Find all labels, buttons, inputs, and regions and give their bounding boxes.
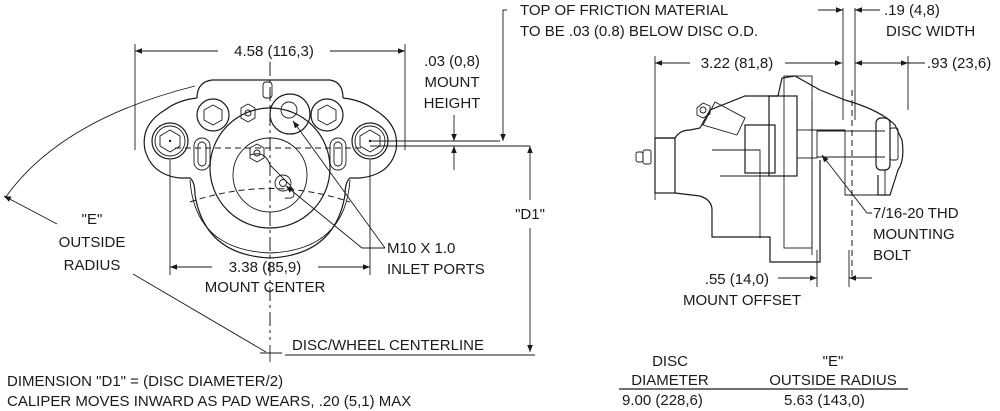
table-cell-disc-diameter: 9.00 (228,6) <box>622 392 703 409</box>
side-view: 3.22 (81,8) .19 (4,8) DISC WIDTH .93 (23… <box>635 2 991 309</box>
centerline-label: DISC/WHEEL CENTERLINE <box>292 337 484 354</box>
mount-height-label-2: HEIGHT <box>424 95 481 112</box>
table-header-e-1: "E" <box>823 353 844 370</box>
disc-centerline: DISC/WHEEL CENTERLINE <box>285 337 535 356</box>
mount-center-label: MOUNT CENTER <box>205 279 326 296</box>
disc-width-label: DISC WIDTH <box>886 23 975 40</box>
note-d1: DIMENSION "D1" = (DISC DIAMETER/2) <box>7 373 283 390</box>
mounting-bolt-label-1: MOUNTING <box>873 226 955 243</box>
inlet-ports-callout: M10 X 1.0 INLET PORTS <box>285 120 485 278</box>
friction-note: TOP OF FRICTION MATERIAL TO BE .03 (0.8)… <box>500 2 758 141</box>
mount-offset-dimension: .55 (14,0) MOUNT OFFSET <box>683 250 872 309</box>
mounting-bolt-label-2: BOLT <box>873 247 911 264</box>
d1-dimension: "D1" <box>515 146 545 352</box>
mount-offset-value: .55 (14,0) <box>705 271 769 288</box>
inlet-ports-label: INLET PORTS <box>387 261 485 278</box>
disc-table: DISC DIAMETER "E" OUTSIDE RADIUS 9.00 (2… <box>619 353 908 409</box>
overall-width-dimension: 4.58 (116,3) <box>134 43 406 150</box>
outside-radius-label-3: RADIUS <box>64 257 121 274</box>
inlet-ports-size: M10 X 1.0 <box>387 240 455 257</box>
table-header-e-2: OUTSIDE RADIUS <box>769 372 897 389</box>
mount-center-value: 3.38 (85,9) <box>229 259 302 276</box>
caliper-body-side <box>635 75 904 280</box>
mount-height-value: .03 (0,8) <box>424 53 480 70</box>
mounting-bolt-callout: 7/16-20 THD MOUNTING BOLT <box>821 154 959 264</box>
outside-radius-label-2: OUTSIDE <box>59 234 126 251</box>
outer-offset-dimension: .93 (23,6) <box>855 55 991 110</box>
front-view: 4.58 (116,3) <box>3 2 758 362</box>
notes: DIMENSION "D1" = (DISC DIAMETER/2) CALIP… <box>7 373 411 410</box>
mount-center-dimension: 3.38 (85,9) MOUNT CENTER <box>169 160 371 296</box>
friction-note-line-2: TO BE .03 (0.8) BELOW DISC O.D. <box>520 23 758 40</box>
mounting-bolt-thread: 7/16-20 THD <box>873 205 959 222</box>
mount-height-label-1: MOUNT <box>425 74 480 91</box>
disc-width-value: .19 (4,8) <box>884 2 940 19</box>
outside-radius-dimension: "E" OUTSIDE RADIUS <box>3 85 267 353</box>
body-depth-value: 3.22 (81,8) <box>701 55 774 72</box>
note-pad-wear: CALIPER MOVES INWARD AS PAD WEARS, .20 (… <box>7 393 411 410</box>
disc-width-dimension: .19 (4,8) DISC WIDTH <box>818 2 975 120</box>
table-cell-outside-radius: 5.63 (143,0) <box>784 392 865 409</box>
body-depth-dimension: 3.22 (81,8) <box>654 55 842 200</box>
outside-radius-label-1: "E" <box>82 211 103 228</box>
overall-width-label: 4.58 (116,3) <box>234 43 314 60</box>
friction-note-line-1: TOP OF FRICTION MATERIAL <box>520 2 728 19</box>
d1-label: "D1" <box>515 206 545 223</box>
mount-height-dimension: .03 (0,8) MOUNT HEIGHT <box>370 53 530 170</box>
table-header-disc-1: DISC <box>652 353 688 370</box>
mount-offset-label: MOUNT OFFSET <box>683 292 801 309</box>
table-header-disc-2: DIAMETER <box>631 372 709 389</box>
outer-offset-value: .93 (23,6) <box>927 55 991 72</box>
